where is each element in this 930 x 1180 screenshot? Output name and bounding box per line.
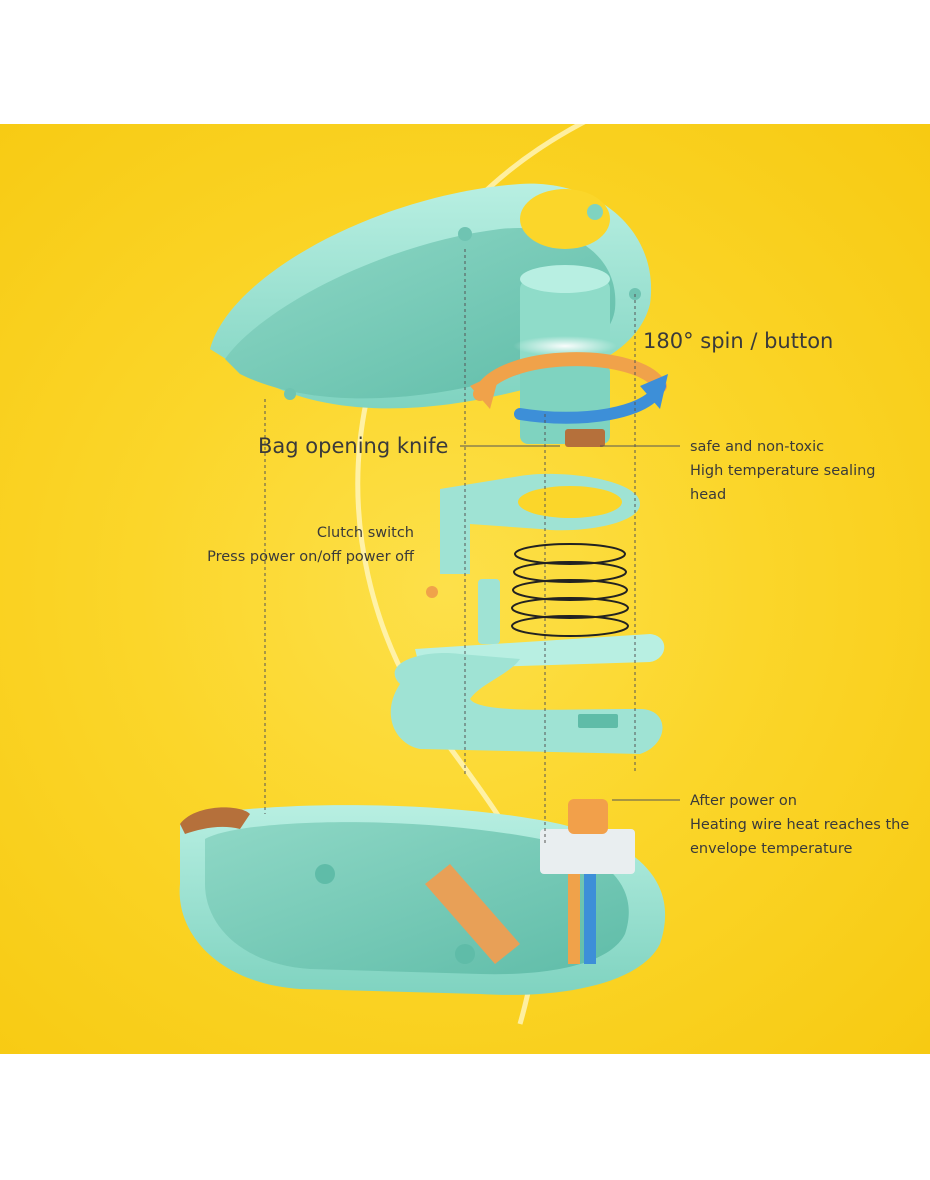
spin-arrow <box>470 352 668 424</box>
spin-label: 180° spin / button <box>643 329 834 353</box>
clutch-line-1: Clutch switch <box>316 525 414 541</box>
product-diagram: 180° spin / button Bag opening knife saf… <box>0 124 930 1054</box>
ring-bracket <box>440 473 640 574</box>
knife-label: Bag opening knife <box>258 434 449 458</box>
guide-lines <box>264 249 636 844</box>
heating-line-3: envelope temperature <box>690 841 853 857</box>
sealing-head-label: safe and non-toxic High temperature seal… <box>690 435 876 507</box>
sealing-line-3: head <box>690 487 727 503</box>
bottom-base <box>179 799 666 995</box>
leader-lines <box>460 445 680 801</box>
sealing-line-1: safe and non-toxic <box>690 439 825 455</box>
heating-line-2: Heating wire heat reaches the <box>690 817 910 833</box>
exploded-view-illustration <box>179 124 680 1025</box>
spin-button-column <box>513 265 617 444</box>
knife-blade <box>565 429 605 447</box>
clutch-line-2: Press power on/off power off <box>207 549 414 565</box>
heating-label: After power on Heating wire heat reaches… <box>690 789 909 861</box>
sealing-line-2: High temperature sealing <box>690 463 876 479</box>
spring <box>511 543 629 637</box>
clutch-switch-label: Clutch switch Press power on/off power o… <box>207 521 414 569</box>
clutch-indicator-dot <box>426 586 438 598</box>
clutch-plate <box>390 579 665 754</box>
heating-line-1: After power on <box>690 793 797 809</box>
